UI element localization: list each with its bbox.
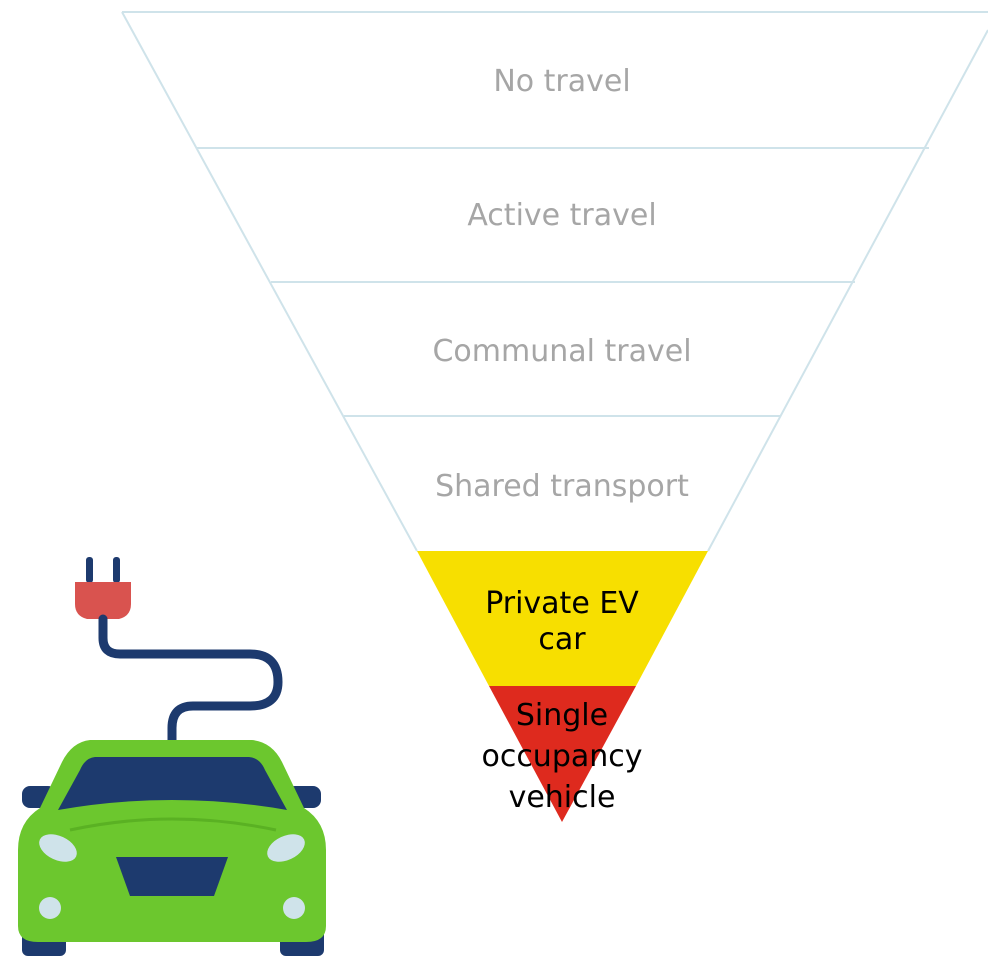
- fog-light-right: [283, 897, 305, 919]
- electric-car-with-plug-icon: [18, 557, 326, 956]
- tier-fill-single-occupancy: [489, 686, 636, 822]
- pyramid-right-edge: [707, 29, 988, 552]
- tier-label-private-ev-line1: Private EV: [485, 586, 639, 621]
- tier-label-single-occupancy-line1: Single: [516, 698, 608, 733]
- tier-label-active-travel: Active travel: [467, 198, 656, 233]
- plug-prong: [86, 557, 93, 583]
- plug-head-icon: [75, 582, 131, 619]
- pyramid-left-edge: [121, 11, 418, 552]
- front-grille: [116, 857, 228, 896]
- windshield: [58, 757, 287, 810]
- inverted-pyramid: No travel Active travel Communal travel …: [121, 11, 988, 822]
- tier-label-single-occupancy-line2: occupancy: [481, 739, 642, 774]
- tier-label-communal-travel: Communal travel: [432, 334, 691, 369]
- headlight-right: [267, 834, 305, 862]
- tier-label-single-occupancy-line3: vehicle: [509, 780, 616, 815]
- tier-label-shared-transport: Shared transport: [435, 469, 689, 504]
- tier-fill-private-ev: [417, 551, 708, 686]
- fog-light-left: [39, 897, 61, 919]
- headlight-left: [39, 834, 77, 862]
- hood-line: [69, 817, 277, 832]
- tier-label-private-ev-line2: car: [538, 622, 586, 657]
- plug-prong: [113, 557, 120, 583]
- charging-cable: [98, 614, 283, 749]
- tier-label-no-travel: No travel: [493, 64, 630, 99]
